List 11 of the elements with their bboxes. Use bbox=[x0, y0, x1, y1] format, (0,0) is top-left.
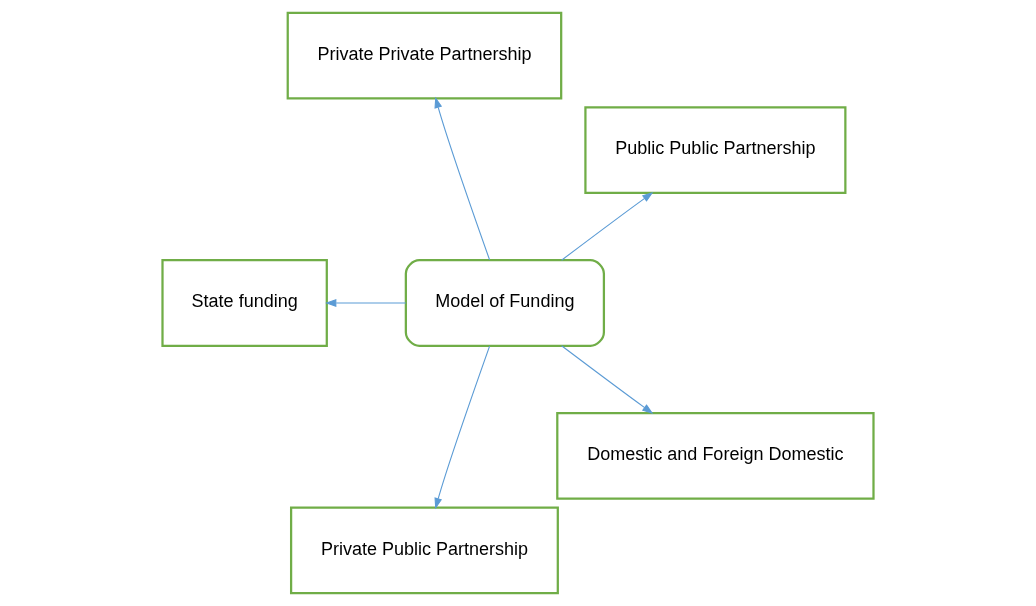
arrow bbox=[561, 345, 654, 414]
node-box: Domestic and Foreign Domestic bbox=[556, 412, 875, 500]
arrow bbox=[325, 299, 407, 307]
node-box: Private Public Partnership bbox=[290, 506, 559, 595]
arrow bbox=[434, 96, 491, 261]
node-box: Model of Funding bbox=[404, 259, 606, 347]
arrow bbox=[561, 192, 654, 261]
node-box: Private Private Partnership bbox=[286, 11, 563, 100]
node-box: State funding bbox=[161, 259, 328, 347]
arrow bbox=[434, 345, 491, 510]
node-box: Public Public Partnership bbox=[584, 106, 847, 194]
